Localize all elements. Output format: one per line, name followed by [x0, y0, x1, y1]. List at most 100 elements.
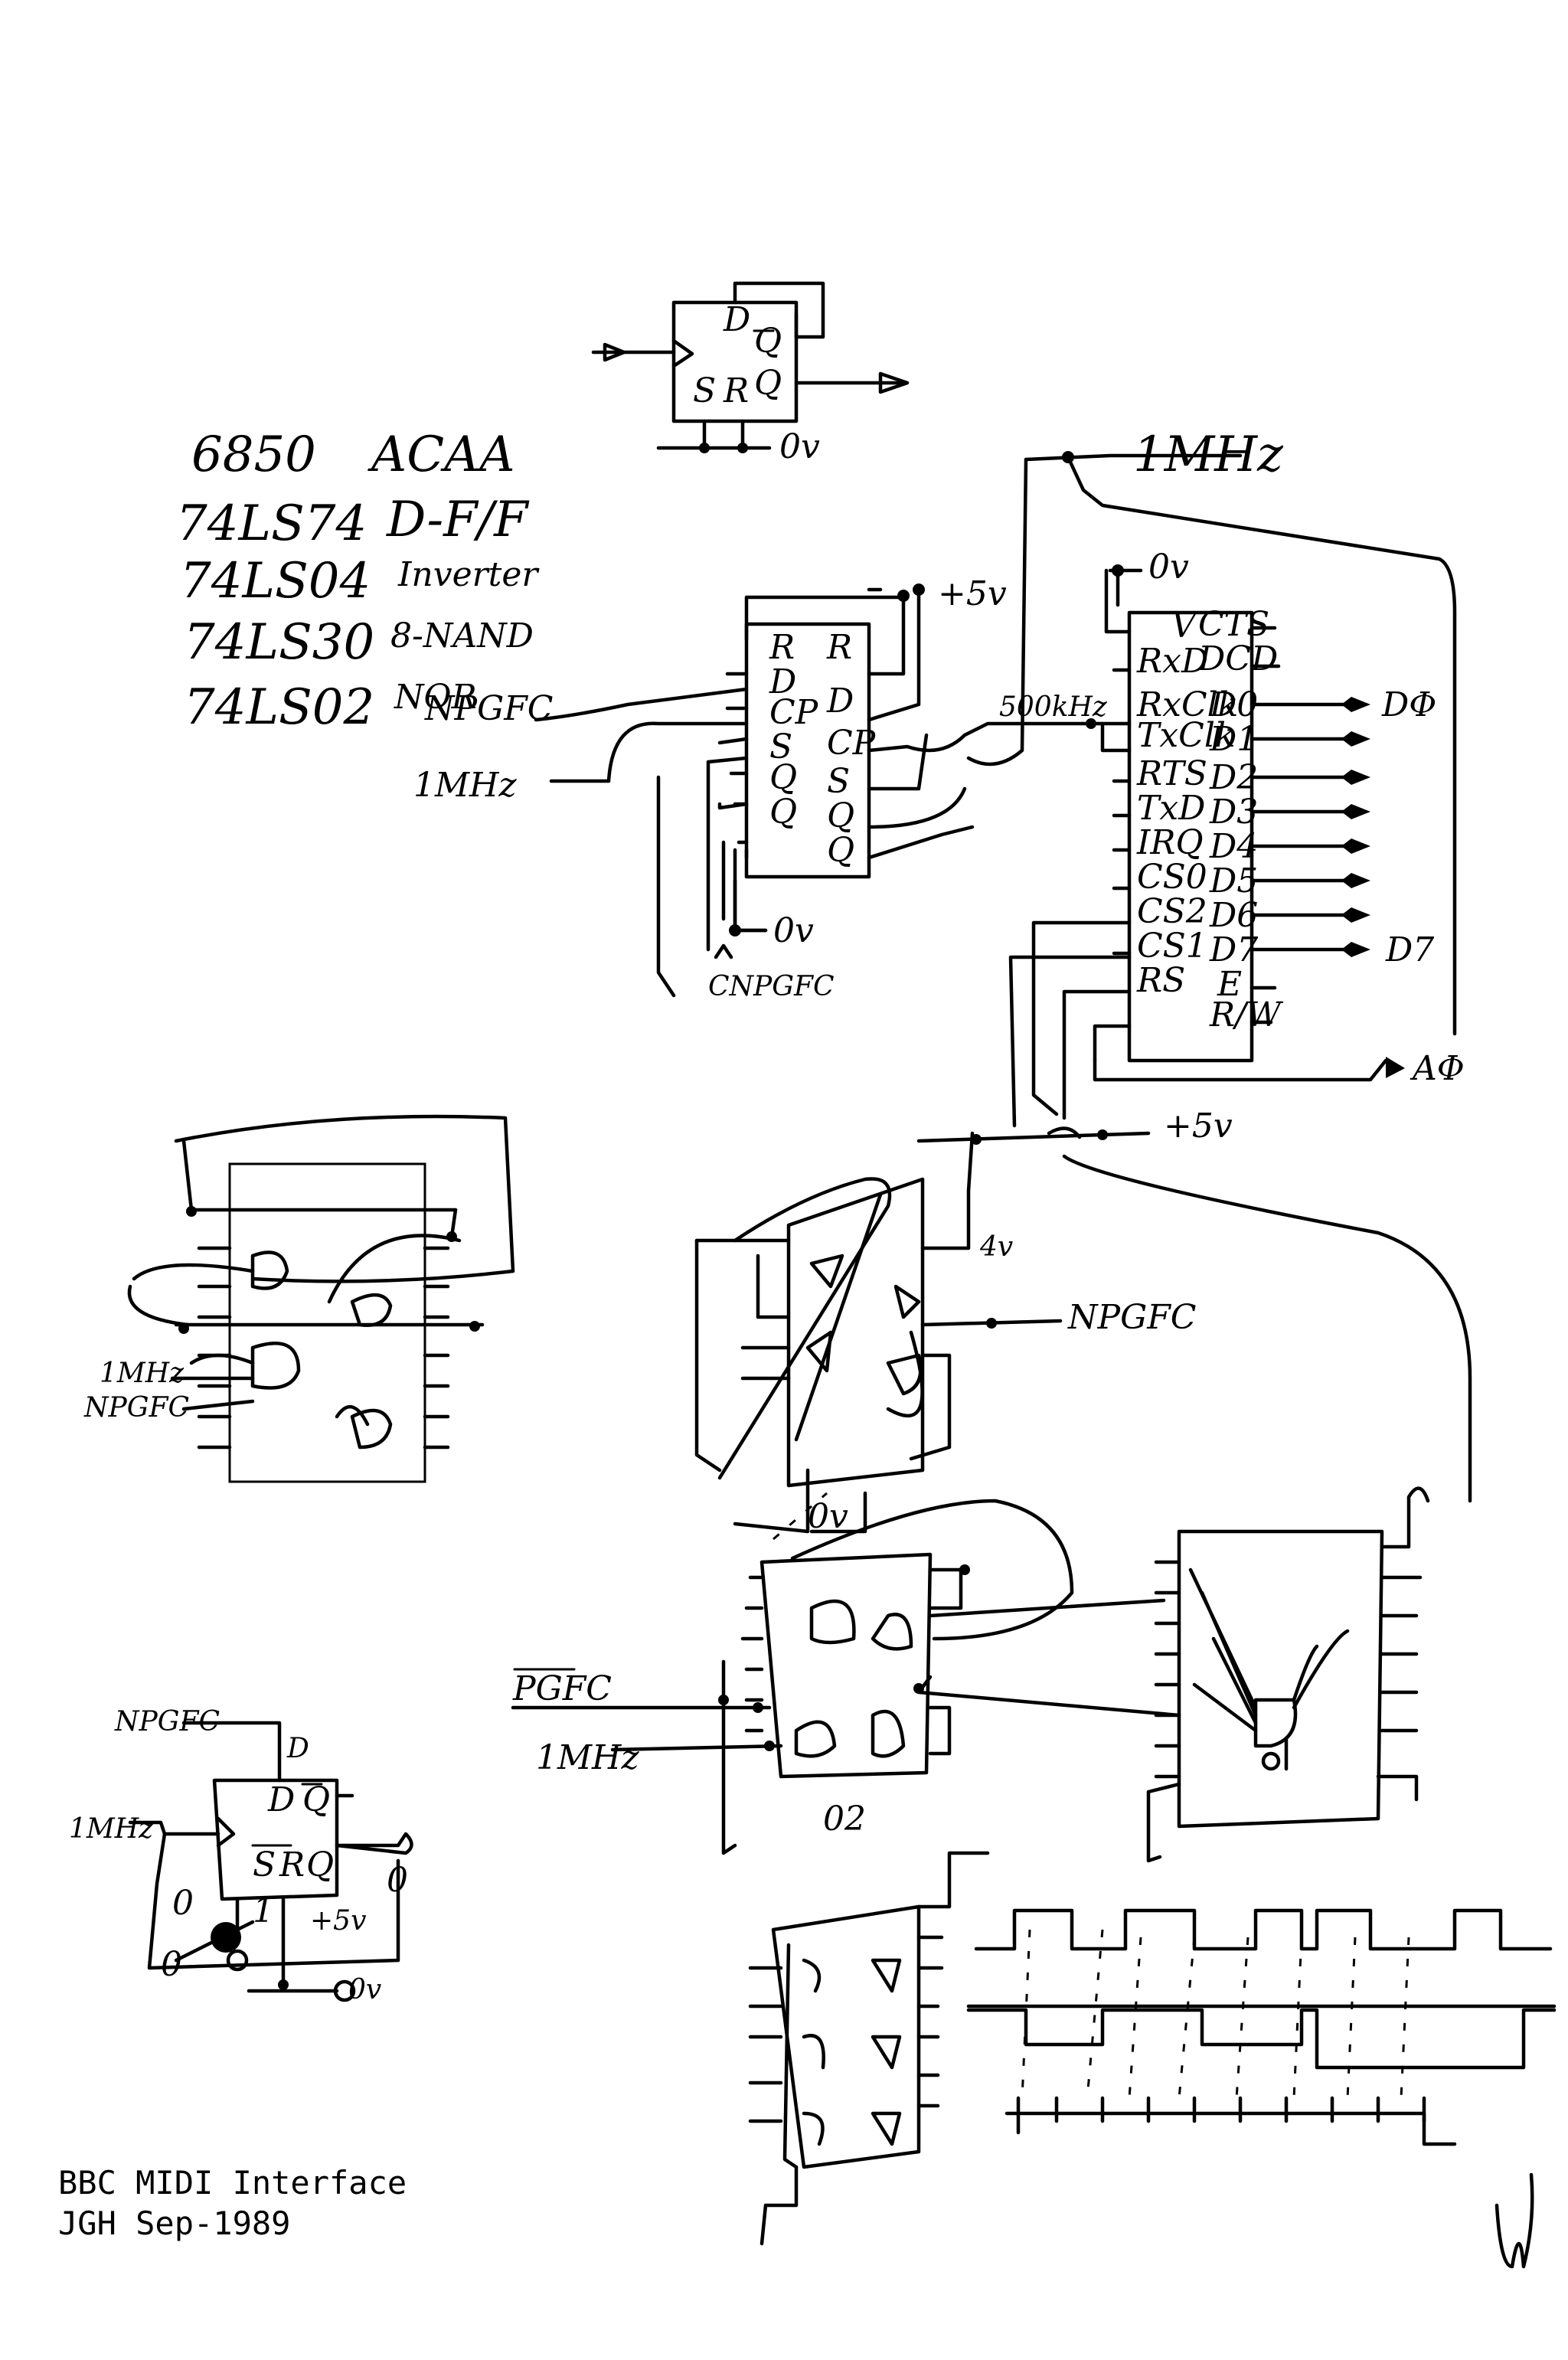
ff-right-pin-2: CP: [827, 724, 877, 763]
legend-desc-1: D-F/F: [386, 492, 530, 548]
legend-desc-4: NOR: [394, 678, 477, 717]
label-num-1: 1: [253, 1891, 274, 1930]
signal-gnd-mid: 0v: [808, 1497, 848, 1536]
signal-500khz: 500kHz: [999, 691, 1108, 723]
acia-right-pin-0: CTS: [1198, 605, 1269, 644]
bottom-inverter-chip: [748, 1851, 990, 2246]
ff-left-pin-1: D: [769, 662, 796, 701]
vcc-rail: +5v: [916, 1106, 1472, 1503]
signal-1mhz: 1MHz: [1133, 427, 1284, 483]
chip-02-label: 02: [823, 1799, 866, 1839]
ff-s-label: S: [693, 371, 716, 410]
signal-1mhz-left: 1MHz: [100, 1358, 185, 1389]
bottom-ff-d-in: D: [286, 1733, 309, 1764]
signal-1mhz-bottom: 1MHz: [69, 1813, 154, 1845]
ff-right-pin-5: Q: [827, 831, 854, 870]
acia-right-pin-3: D1: [1209, 720, 1258, 759]
label-num-0c: 0: [387, 1861, 408, 1900]
ff-right-pin-4: Q: [827, 796, 854, 835]
signal-cnpgfc: CNPGFC: [708, 971, 835, 1002]
acia-right-pin-7: D5: [1209, 861, 1258, 901]
signal-npgfc-left: NPGFC: [83, 1392, 189, 1424]
acia-left-pin-4: RTS: [1136, 754, 1207, 793]
acia-right-pin-6: D4: [1209, 827, 1258, 866]
legend-desc-0: ACAA: [368, 427, 515, 483]
signal-npgfc-bottom: NPGFC: [114, 1706, 220, 1737]
acia-left-pin-10: RS: [1136, 961, 1185, 1000]
acia-left-pin-2: RxClk: [1136, 685, 1238, 724]
signature-mark: [1494, 2172, 1534, 2269]
acia-right-pin-8: D6: [1209, 896, 1258, 935]
bottom-ff-d: D: [267, 1780, 295, 1819]
acia-right-pin-10: E: [1217, 965, 1242, 1004]
acia-chip-6850: 0v V RxD RxClk TxClk RTS TxD IRQ CS0 CS2…: [962, 548, 1465, 1128]
legend-part-1: 74LS74: [176, 495, 367, 552]
ff-left-pin-4: Q: [769, 758, 797, 797]
bottom-ff-r: R: [279, 1845, 305, 1884]
nor-chip-02: PGFC 1MHz 02: [511, 1499, 1181, 1855]
signal-4v: 4v: [979, 1231, 1013, 1263]
signal-d0: DΦ: [1381, 685, 1436, 724]
legend-part-2: 74LS04: [180, 553, 371, 610]
ff-right-pin-0: R: [826, 628, 852, 667]
clock-bus: 1MHz: [966, 427, 1457, 1036]
ff-r-label: R: [723, 371, 749, 410]
ff-left-pin-0: R: [769, 628, 795, 667]
signal-1mhz-02: 1MHz: [536, 1738, 639, 1777]
bottom-ff-s: S: [253, 1845, 276, 1884]
timing-waveforms: [966, 1908, 1557, 2146]
nand-chip-74ls30: [1146, 1486, 1430, 1863]
ff-right-pin-1: D: [826, 682, 854, 721]
signal-vcc-mid: +5v: [1164, 1106, 1233, 1146]
acia-left-pin-3: TxClk: [1137, 716, 1236, 755]
flipflop-symbol: D Q S R Q 0v: [591, 281, 910, 466]
signal-d7: D7: [1385, 930, 1434, 969]
acia-left-pin-5: TxD: [1137, 789, 1205, 828]
ff-d-label: D: [723, 300, 750, 339]
bottom-ff-qbar: Q: [302, 1780, 330, 1819]
ff-gnd-label: 0v: [779, 427, 820, 466]
label-num-0b: 0: [161, 1945, 182, 1984]
signal-gnd-top: 0v: [1148, 548, 1189, 587]
legend-part-3: 74LS30: [184, 614, 374, 671]
ff-left-pin-5: Q: [769, 793, 797, 832]
ff-left-pin-3: S: [769, 727, 792, 767]
acia-right-pin-2: D0: [1209, 685, 1258, 724]
acia-right-pin-11: R/W: [1209, 995, 1284, 1035]
acia-right-pin-5: D3: [1209, 793, 1258, 832]
legend-desc-2: Inverter: [397, 555, 540, 594]
acia-right-pin-9: D7: [1209, 930, 1258, 969]
acia-left-pin-8: CS2: [1137, 892, 1207, 931]
ff-qbar-label: Q: [754, 322, 782, 361]
acia-left-pin-9: CS1: [1137, 927, 1207, 966]
signal-npgfc-mid: NPGFC: [1067, 1298, 1196, 1337]
acia-left-pin-0: V: [1171, 606, 1199, 646]
parts-legend: 6850 ACAA 74LS74 D-F/F 74LS04 Inverter 7…: [176, 427, 540, 736]
signal-pgfc: PGFC: [512, 1669, 612, 1708]
signal-a0: AΦ: [1410, 1049, 1465, 1088]
acia-left-pin-6: IRQ: [1136, 823, 1204, 862]
signal-gnd-bottom: 0v: [348, 1974, 381, 2005]
ff-right-pin-3: S: [827, 762, 850, 801]
legend-part-0: 6850: [191, 427, 316, 483]
signal-npgfc: NPGFC: [424, 689, 553, 728]
acia-left-pin-1: RxD: [1136, 642, 1208, 681]
ff-chip-74ls74: +5v R D CP S Q Q R D CP S Q Q NPGFC 1MHz…: [413, 574, 1007, 1002]
left-gate-sketch: 1MHz NPGFC: [83, 1114, 515, 1483]
signal-vcc-ff: +5v: [938, 574, 1007, 613]
legend-desc-3: 8-NAND: [390, 616, 534, 655]
signal-1mhz-ff: 1MHz: [413, 766, 517, 805]
footer-title: BBC MIDI Interface: [58, 2164, 407, 2201]
acia-left-pin-7: CS0: [1137, 858, 1207, 897]
legend-part-4: 74LS02: [184, 679, 374, 736]
acia-right-pin-1: DCD: [1197, 639, 1278, 678]
acia-right-pin-4: D2: [1209, 758, 1258, 797]
footer-author-date: JGH Sep-1989: [58, 2205, 291, 2242]
inverter-chip: NPGFC 4v 0v: [694, 1131, 1196, 1541]
bottom-flipflop: NPGFC D 1MHz D Q S R Q +5v 0v 0 0 1 0: [69, 1706, 413, 2005]
signal-gnd-ff: 0v: [773, 911, 814, 950]
ff-q-label: Q: [754, 364, 782, 403]
signal-vcc-bottom: +5v: [310, 1905, 366, 1937]
ff-left-pin-2: CP: [769, 693, 819, 732]
